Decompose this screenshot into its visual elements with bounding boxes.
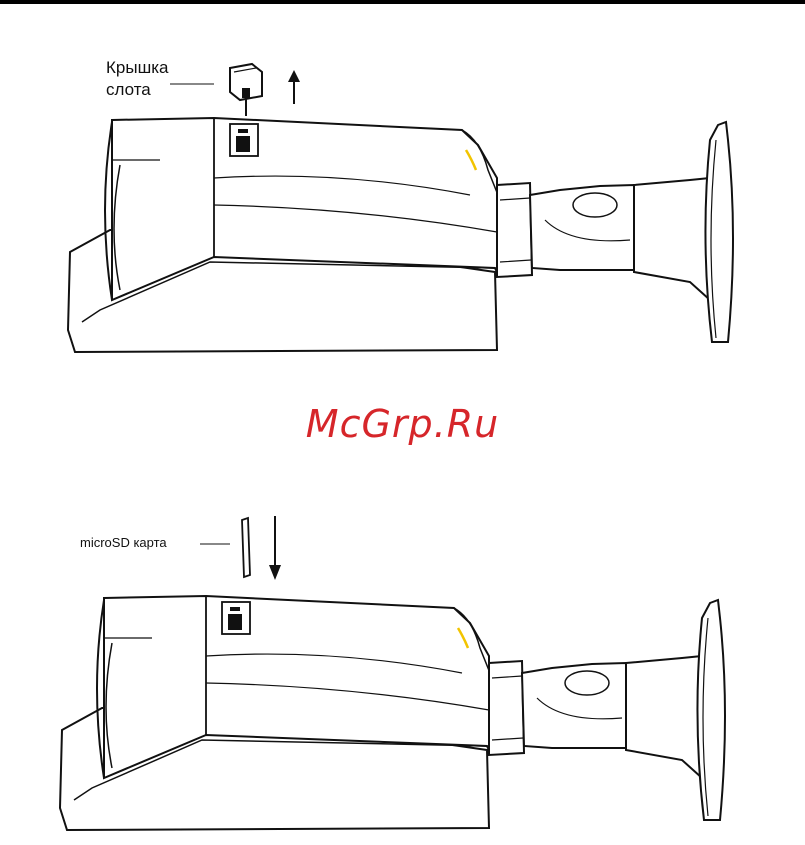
camera-bottom — [60, 596, 725, 830]
arrow-down-icon — [269, 516, 281, 580]
microsd-card-part — [242, 518, 250, 577]
arrow-up-icon — [288, 70, 300, 104]
watermark: McGrp.Ru — [0, 402, 805, 446]
camera-top — [68, 118, 733, 352]
slot-cover-label: Крышка слота — [106, 57, 168, 101]
slot-cover-part — [230, 64, 262, 116]
microsd-card-label: microSD карта — [80, 535, 167, 551]
